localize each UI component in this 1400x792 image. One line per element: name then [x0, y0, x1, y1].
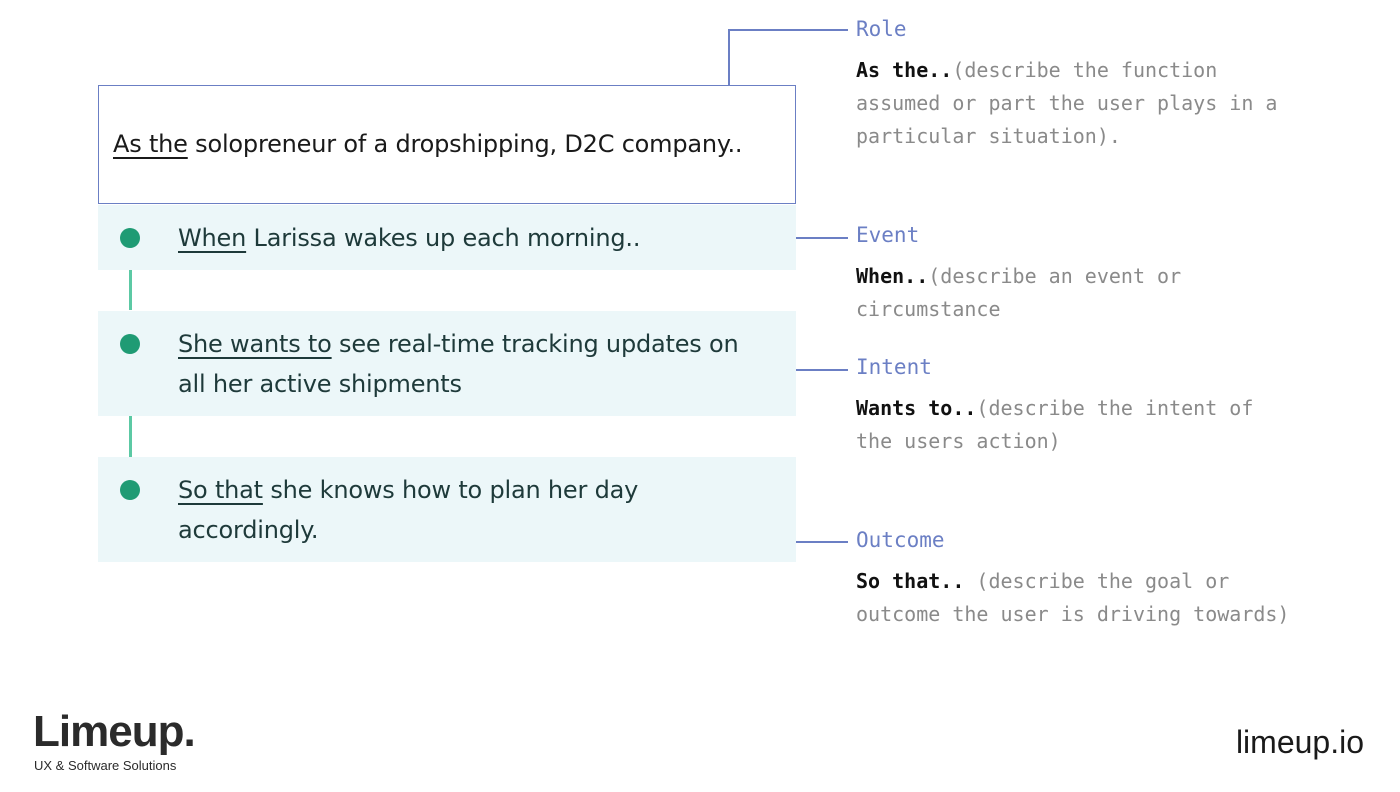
site-url: limeup.io	[1235, 724, 1364, 760]
outcome-text: she knows how to plan her day accordingl…	[178, 476, 639, 544]
intent-text: see real-time tracking updates on all he…	[178, 330, 739, 398]
event-keyword: When	[178, 224, 247, 252]
intent-statement: She wants to see real-time tracking upda…	[178, 324, 766, 404]
role-lead: As the..	[856, 58, 953, 82]
intent-connector	[796, 369, 848, 371]
outcome-desc: (describe the goal or outcome the user i…	[856, 569, 1290, 626]
step-dot	[120, 334, 140, 354]
step-connector-line	[129, 270, 132, 310]
event-lead: When..	[856, 264, 929, 288]
intent-keyword: She wants to	[178, 330, 332, 358]
logo-wordmark: Limeup.	[33, 707, 196, 756]
intent-lead: Wants to..	[856, 396, 977, 420]
intent-step: She wants to see real-time tracking upda…	[98, 311, 796, 416]
role-connector	[728, 29, 730, 85]
outcome-description: So that.. (describe the goal or outcome …	[856, 565, 1296, 631]
role-text: solopreneur of a dropshipping, D2C compa…	[187, 130, 743, 158]
event-text: Larissa wakes up each morning..	[246, 224, 641, 252]
intent-desc: (describe the intent of the users action…	[856, 396, 1254, 453]
event-statement: When Larissa wakes up each morning..	[178, 218, 766, 258]
role-desc: (describe the function assumed or part t…	[856, 58, 1278, 148]
role-description: As the..(describe the function assumed o…	[856, 54, 1296, 153]
role-keyword: As the	[113, 130, 188, 158]
role-statement-box: As the solopreneur of a dropshipping, D2…	[98, 85, 796, 204]
intent-label: Intent	[856, 355, 932, 379]
event-label: Event	[856, 223, 920, 247]
role-connector	[728, 29, 848, 31]
intent-description: Wants to..(describe the intent of the us…	[856, 392, 1296, 458]
step-dot	[120, 228, 140, 248]
event-connector	[796, 237, 848, 239]
outcome-label: Outcome	[856, 528, 945, 552]
outcome-lead: So that..	[856, 569, 965, 593]
role-statement: As the solopreneur of a dropshipping, D2…	[113, 130, 743, 158]
limeup-logo: Limeup. UX & Software Solutions	[33, 707, 196, 774]
logo-tagline: UX & Software Solutions	[34, 758, 177, 773]
event-step: When Larissa wakes up each morning..	[98, 205, 796, 270]
outcome-statement: So that she knows how to plan her day ac…	[178, 470, 766, 550]
outcome-connector	[796, 541, 848, 543]
outcome-step: So that she knows how to plan her day ac…	[98, 457, 796, 562]
event-description: When..(describe an event or circumstance	[856, 260, 1296, 326]
step-connector-line	[129, 377, 132, 457]
step-dot	[120, 480, 140, 500]
event-desc: (describe an event or circumstance	[856, 264, 1182, 321]
role-label: Role	[856, 17, 907, 41]
outcome-keyword: So that	[178, 476, 263, 504]
